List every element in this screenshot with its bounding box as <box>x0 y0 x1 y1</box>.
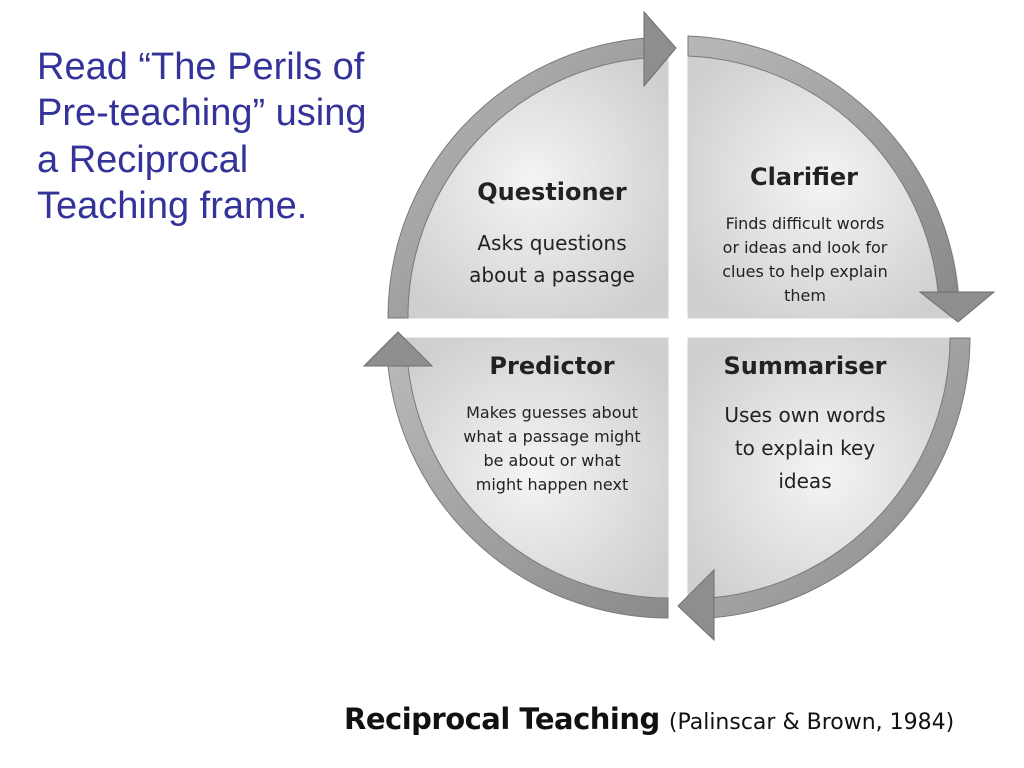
quadrant-summariser-body-line: Uses own words <box>724 403 885 427</box>
quadrant-clarifier-body-line: clues to help explain <box>722 262 888 281</box>
quadrant-clarifier-body-line: or ideas and look for <box>723 238 888 257</box>
slide-title: Read “The Perils of Pre-teaching” using … <box>37 44 437 229</box>
quadrant-predictor-body-line: Makes guesses about <box>466 403 638 422</box>
caption-title: Reciprocal Teaching <box>344 702 660 736</box>
quadrant-clarifier-title: Clarifier <box>750 163 858 191</box>
cycle-arrow-right <box>687 35 996 323</box>
quadrant-clarifier: Clarifier Finds difficult words or ideas… <box>687 45 961 319</box>
quadrant-summariser: Summariser Uses own words to explain key… <box>687 337 961 611</box>
quadrant-summariser-body-line: ideas <box>778 469 831 493</box>
quadrant-summariser-body-line: to explain key <box>735 436 875 460</box>
slide-title-line: a Reciprocal <box>37 138 249 181</box>
quadrant-predictor-body-line: be about or what <box>483 451 620 470</box>
diagram-caption: Reciprocal Teaching (Palinscar & Brown, … <box>344 702 1024 736</box>
caption-citation: (Palinscar & Brown, 1984) <box>668 710 955 735</box>
quadrant-predictor-title: Predictor <box>489 352 614 380</box>
quadrant-clarifier-body-line: Finds difficult words <box>726 214 885 233</box>
quadrant-summariser-title: Summariser <box>723 352 886 380</box>
quadrant-questioner-title: Questioner <box>477 178 627 206</box>
quadrant-questioner-body-line: Asks questions <box>477 231 626 255</box>
quadrant-predictor-body-line: might happen next <box>476 475 628 494</box>
slide-title-line: Teaching frame. <box>37 185 308 228</box>
cycle-arrow-bottom <box>677 337 971 642</box>
cycle-diagram-svg: Questioner Asks questions about a passag… <box>362 10 996 642</box>
cycle-arrow-left <box>362 331 669 619</box>
quadrant-predictor-body-line: what a passage might <box>463 427 640 446</box>
cycle-arrow-left-head <box>362 331 434 367</box>
quadrant-clarifier-body-line: them <box>784 286 826 305</box>
cycle-arrow-bottom-head <box>677 568 715 642</box>
cycle-arrow-top <box>387 10 677 319</box>
quadrant-questioner: Questioner Asks questions about a passag… <box>395 45 669 319</box>
cycle-arrow-right-head <box>918 291 996 323</box>
slide-title-line: Read “The Perils of <box>37 46 365 88</box>
quadrant-predictor: Predictor Makes guesses about what a pas… <box>395 337 669 611</box>
quadrant-questioner-body-line: about a passage <box>469 263 635 287</box>
slide-title-line: Pre-teaching” using <box>37 92 367 135</box>
reciprocal-teaching-diagram: Questioner Asks questions about a passag… <box>316 0 1024 656</box>
cycle-arrow-top-head <box>643 10 677 88</box>
